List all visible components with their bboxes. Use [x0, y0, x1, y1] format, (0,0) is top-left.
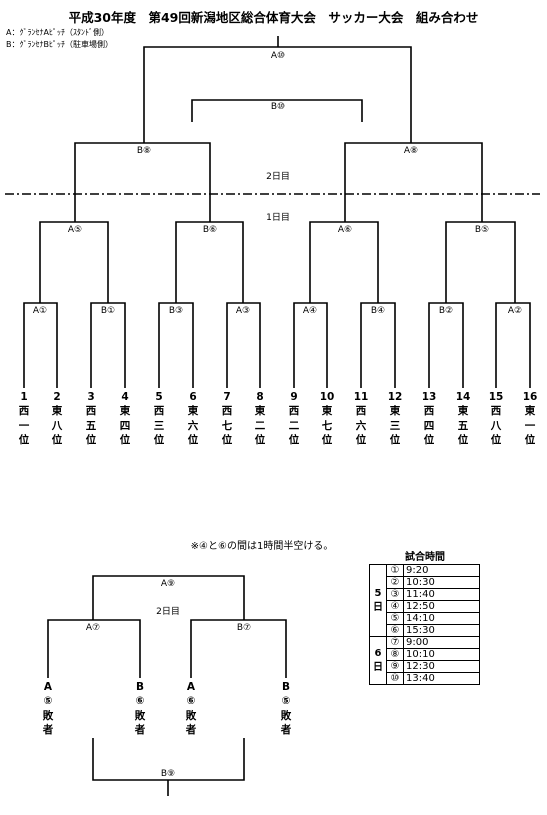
page-title: 平成30年度 第49回新潟地区総合体育大会 サッカー大会 組み合わせ [68, 10, 479, 25]
match-no: ⑦ [386, 636, 404, 649]
match-b7: B⑦ [235, 623, 253, 633]
match-b5: B⑤ [473, 225, 491, 235]
match-a2: A② [506, 306, 524, 316]
match-time: 14:10 [403, 612, 480, 625]
day6-cell: 6日 [369, 636, 387, 685]
match-a6: A⑥ [336, 225, 354, 235]
schedule-title: 試合時間 [405, 552, 445, 563]
match-no: ⑨ [386, 660, 404, 673]
match-time: 10:10 [403, 648, 480, 661]
match-time: 15:30 [403, 624, 480, 637]
match-no: ⑥ [386, 624, 404, 637]
match-no: ⑧ [386, 648, 404, 661]
match-a10: A⑩ [269, 51, 287, 61]
match-time: 9:00 [403, 636, 480, 649]
match-b6: B⑥ [201, 225, 219, 235]
match-no: ① [386, 564, 404, 577]
match-a1: A① [31, 306, 49, 316]
match-time: 9:20 [403, 564, 480, 577]
match-time: 13:40 [403, 672, 480, 685]
match-no: ⑤ [386, 612, 404, 625]
legend-a: A：ｸﾞﾗﾝｾﾅAﾋﾟｯﾁ（ｽﾀﾝﾄﾞ側） [6, 28, 109, 37]
day5-cell: 5日 [369, 564, 387, 637]
match-b1: B① [99, 306, 117, 316]
match-b10: B⑩ [269, 102, 287, 112]
match-a7: A⑦ [84, 623, 102, 633]
match-a4: A④ [301, 306, 319, 316]
match-a3: A③ [234, 306, 252, 316]
match-no: ④ [386, 600, 404, 613]
match-no: ⑩ [386, 672, 404, 685]
match-time: 10:30 [403, 576, 480, 589]
legend-b: B：ｸﾞﾗﾝｾﾅBﾋﾟｯﾁ（駐車場側） [6, 40, 113, 49]
match-b9: B⑨ [159, 769, 177, 779]
match-time: 11:40 [403, 588, 480, 601]
consolation-day-label: 2日目 [156, 607, 180, 617]
match-time: 12:30 [403, 660, 480, 673]
day2-label: 2日目 [266, 172, 290, 182]
match-a5: A⑤ [66, 225, 84, 235]
schedule-note: ※④と⑥の間は1時間半空ける。 [190, 541, 334, 552]
table-row: 5日 ① 9:20 [369, 564, 480, 637]
table-row: 6日 ⑦ 9:00 [369, 636, 480, 685]
day1-label: 1日目 [266, 213, 290, 223]
match-b8: B⑧ [135, 146, 153, 156]
match-b2: B② [437, 306, 455, 316]
match-no: ② [386, 576, 404, 589]
match-a8: A⑧ [402, 146, 420, 156]
match-a9: A⑨ [159, 579, 177, 589]
match-b3: B③ [167, 306, 185, 316]
match-b4: B④ [369, 306, 387, 316]
match-no: ③ [386, 588, 404, 601]
match-time: 12:50 [403, 600, 480, 613]
